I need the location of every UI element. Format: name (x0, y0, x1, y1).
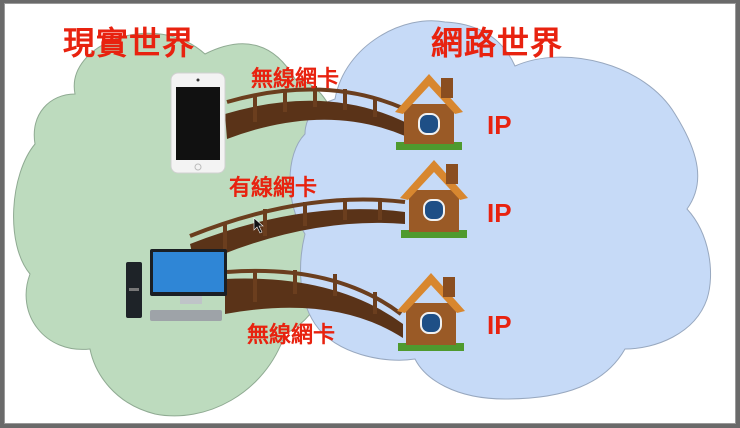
desktop-computer-icon (126, 249, 227, 321)
real-world-title: 現實世界 (63, 24, 196, 62)
house-icon-bottom (397, 273, 465, 351)
ip-label-2: IP (487, 198, 512, 228)
bridge-bottom (225, 268, 403, 338)
bridge-top (225, 86, 406, 139)
internet-world-title: 網路世界 (431, 24, 564, 62)
diagram-canvas: 現實世界 網路世界 無線網卡 有線網卡 無線網卡 IP IP IP (4, 3, 736, 424)
bridge-middle (189, 197, 406, 266)
house-icon-top (395, 74, 463, 150)
connection-label-1: 無線網卡 (251, 67, 340, 92)
connection-label-3: 無線網卡 (247, 323, 336, 348)
internet-world-cloud (289, 20, 712, 400)
house-icon-middle (400, 160, 468, 238)
smartphone-icon (170, 72, 226, 174)
background-clouds (13, 20, 712, 417)
ip-label-1: IP (487, 110, 512, 140)
connection-label-2: 有線網卡 (229, 176, 318, 201)
mouse-cursor-icon (253, 217, 264, 234)
ip-label-3: IP (487, 310, 512, 340)
